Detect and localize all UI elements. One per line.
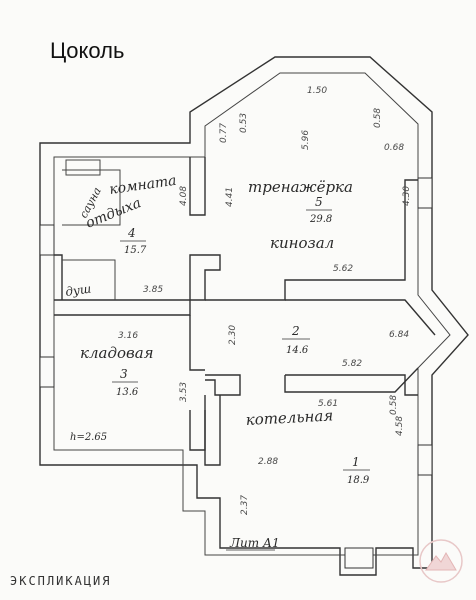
svg-text:13.6: 13.6: [116, 387, 139, 398]
windows: [39, 177, 433, 569]
svg-text:2.37: 2.37: [240, 495, 250, 515]
svg-text:4: 4: [127, 226, 136, 240]
svg-text:0.68: 0.68: [384, 143, 404, 153]
outer-walls: [39, 56, 469, 576]
window-left-1: [39, 224, 55, 256]
interior-walls: [54, 157, 436, 466]
svg-text:0.53: 0.53: [239, 113, 249, 133]
svg-text:14.6: 14.6: [286, 345, 309, 356]
svg-text:4.58: 4.58: [395, 416, 405, 436]
svg-text:18.9: 18.9: [347, 475, 370, 486]
svg-text:3.53: 3.53: [179, 382, 189, 402]
svg-text:5.62: 5.62: [333, 264, 353, 274]
mountain-logo-icon: [419, 539, 463, 583]
svg-text:2.88: 2.88: [258, 457, 278, 467]
window-right-2: [417, 444, 433, 476]
explication-heading: ЭКСПЛИКАЦИЯ: [10, 574, 112, 588]
svg-text:котельная: котельная: [245, 406, 333, 429]
svg-text:2: 2: [291, 324, 300, 338]
svg-text:комната: комната: [108, 173, 177, 198]
svg-text:5.96: 5.96: [301, 130, 311, 150]
room-5: тренажёрка 5 29.8 кинозал: [248, 178, 353, 252]
svg-text:душ: душ: [64, 281, 92, 298]
svg-text:0.58: 0.58: [389, 395, 399, 415]
sheet-label: Лит А1: [229, 536, 280, 550]
door-bottom: [344, 547, 374, 569]
svg-text:3.16: 3.16: [118, 331, 138, 341]
room-4: сауна комната отдыха 4 15.7 душ: [64, 173, 177, 299]
svg-text:0.77: 0.77: [219, 123, 229, 143]
page-title: Цоколь: [50, 38, 125, 63]
svg-text:1: 1: [352, 455, 360, 469]
svg-text:5: 5: [315, 195, 323, 209]
svg-text:4.41: 4.41: [225, 187, 235, 207]
svg-text:6.84: 6.84: [389, 330, 409, 340]
window-right-1: [417, 177, 433, 209]
svg-text:тренажёрка: тренажёрка: [248, 178, 353, 196]
svg-text:кладовая: кладовая: [80, 344, 154, 362]
svg-text:3: 3: [120, 367, 128, 381]
svg-text:15.7: 15.7: [124, 245, 147, 256]
svg-text:0.58: 0.58: [373, 108, 383, 128]
svg-text:кинозал: кинозал: [270, 234, 334, 252]
room-2: 2 14.6: [282, 324, 310, 356]
ceiling-height: h=2.65: [70, 432, 107, 443]
svg-text:4.30: 4.30: [402, 186, 412, 206]
window-left-2: [39, 356, 55, 388]
room-1: котельная 1 18.9: [245, 406, 370, 486]
svg-text:5.82: 5.82: [342, 359, 362, 369]
svg-text:2.30: 2.30: [228, 325, 238, 345]
svg-text:3.85: 3.85: [143, 285, 163, 295]
svg-text:4.08: 4.08: [179, 186, 189, 206]
room-3: кладовая 3 13.6 h=2.65: [70, 344, 154, 443]
svg-text:29.8: 29.8: [309, 214, 332, 225]
svg-text:1.50: 1.50: [307, 86, 327, 96]
svg-text:5.61: 5.61: [318, 399, 338, 409]
dimension-labels: 1.50 0.77 0.53 5.96 0.58 0.68 4.41 4.08 …: [118, 86, 412, 515]
